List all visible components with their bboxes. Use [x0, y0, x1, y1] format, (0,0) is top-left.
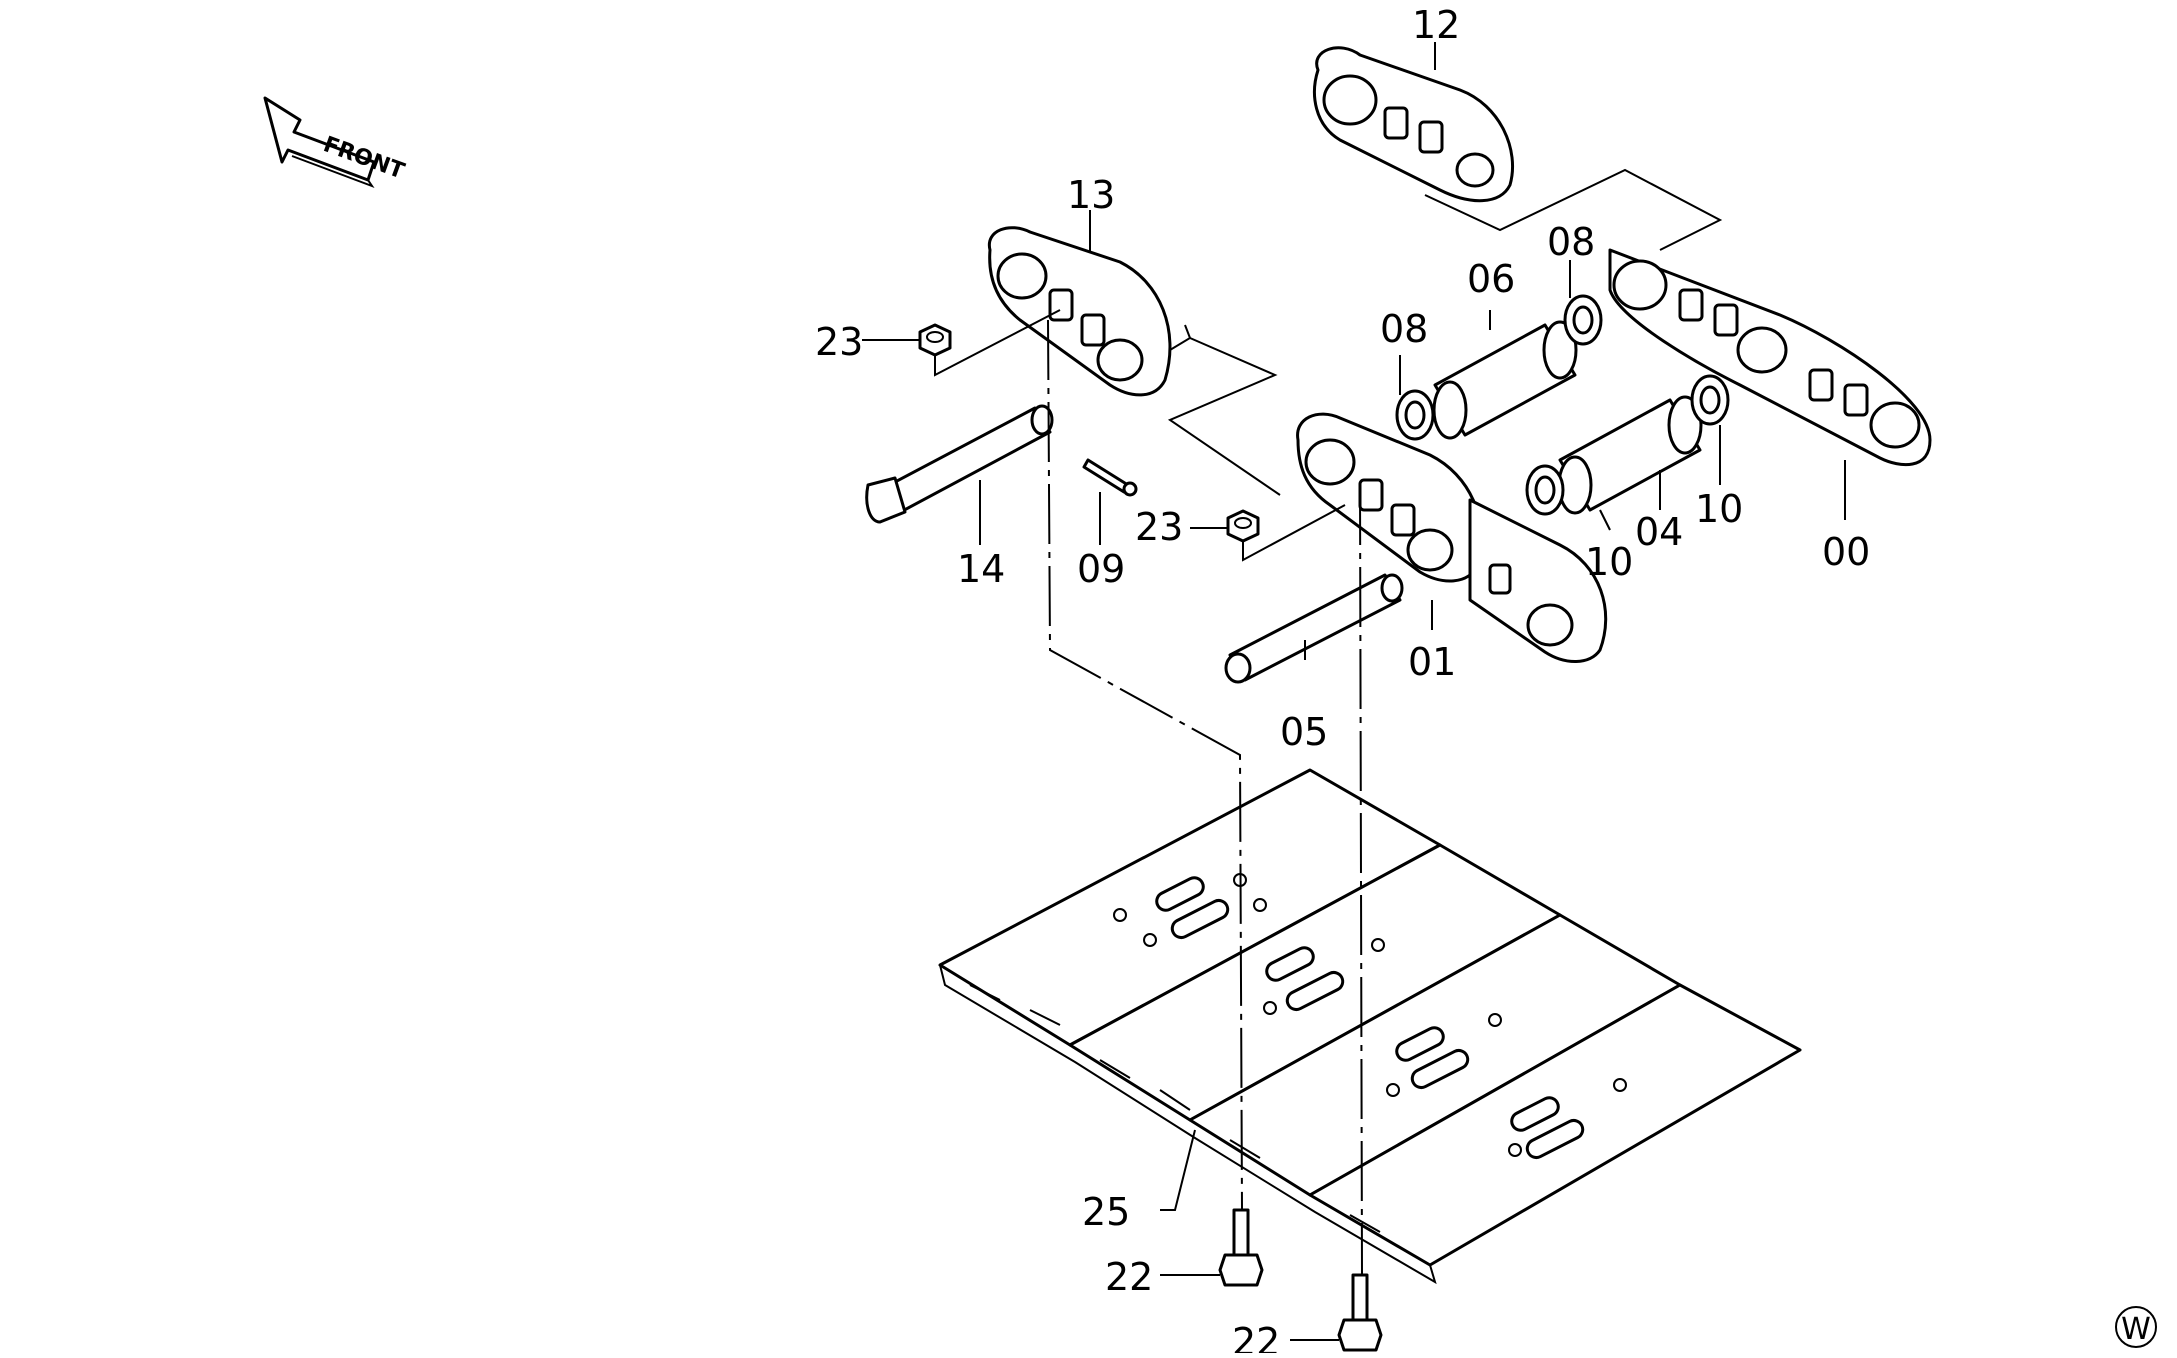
front-direction-arrow: FRONT: [263, 96, 408, 189]
corner-mark-letter: W: [2121, 1312, 2151, 1347]
seal-08-left: [1395, 389, 1435, 441]
bushing-06: [1432, 320, 1578, 440]
link-assembly-00: [1608, 248, 1932, 467]
track-link-01b: [1468, 498, 1608, 663]
callout-12: 12: [1412, 3, 1460, 47]
callout-00: 00: [1822, 530, 1870, 574]
track-link-01: [1296, 412, 1483, 583]
seal-10-left: [1525, 464, 1565, 516]
seal-10-right: [1690, 374, 1730, 426]
callout-04: 04: [1635, 510, 1683, 554]
callout-09: 09: [1077, 547, 1125, 591]
callout-13: 13: [1067, 173, 1115, 217]
callout-23-lower: 23: [1135, 505, 1183, 549]
nut-23-lower: [1226, 509, 1260, 543]
callout-22-right: 22: [1232, 1320, 1280, 1353]
seal-08-right: [1563, 294, 1603, 346]
callout-06: 06: [1467, 257, 1515, 301]
callout-10-right: 10: [1695, 487, 1743, 531]
track-link-13: [987, 226, 1172, 397]
leader-lines: [862, 42, 1846, 1341]
callout-23-upper: 23: [815, 320, 863, 364]
bolt-22-right: [1337, 1273, 1383, 1352]
callout-05: 05: [1280, 710, 1328, 754]
track-shoes-25: [938, 768, 1802, 1285]
track-link-12: [1313, 46, 1515, 203]
master-pin-14: [865, 404, 1054, 524]
nut-23-upper: [918, 323, 952, 357]
pin-05: [1224, 573, 1404, 684]
cotter-pin-09: [1082, 458, 1138, 497]
callout-25: 25: [1082, 1190, 1130, 1234]
assembly-outline-lines: [1047, 168, 1723, 1276]
corner-mark: W: [2115, 1306, 2157, 1348]
callout-08-right: 08: [1547, 220, 1595, 264]
callout-08-left: 08: [1380, 307, 1428, 351]
bushing-04: [1557, 395, 1703, 515]
callout-01: 01: [1408, 640, 1456, 684]
bolt-22-left: [1218, 1208, 1264, 1287]
callout-labels: 12 13 23 14 09 23 08 06 08 10 04 10 00 0…: [815, 3, 1870, 1358]
callout-10-left: 10: [1585, 540, 1633, 584]
callout-22-left: 22: [1105, 1255, 1153, 1299]
callout-14: 14: [957, 547, 1005, 591]
